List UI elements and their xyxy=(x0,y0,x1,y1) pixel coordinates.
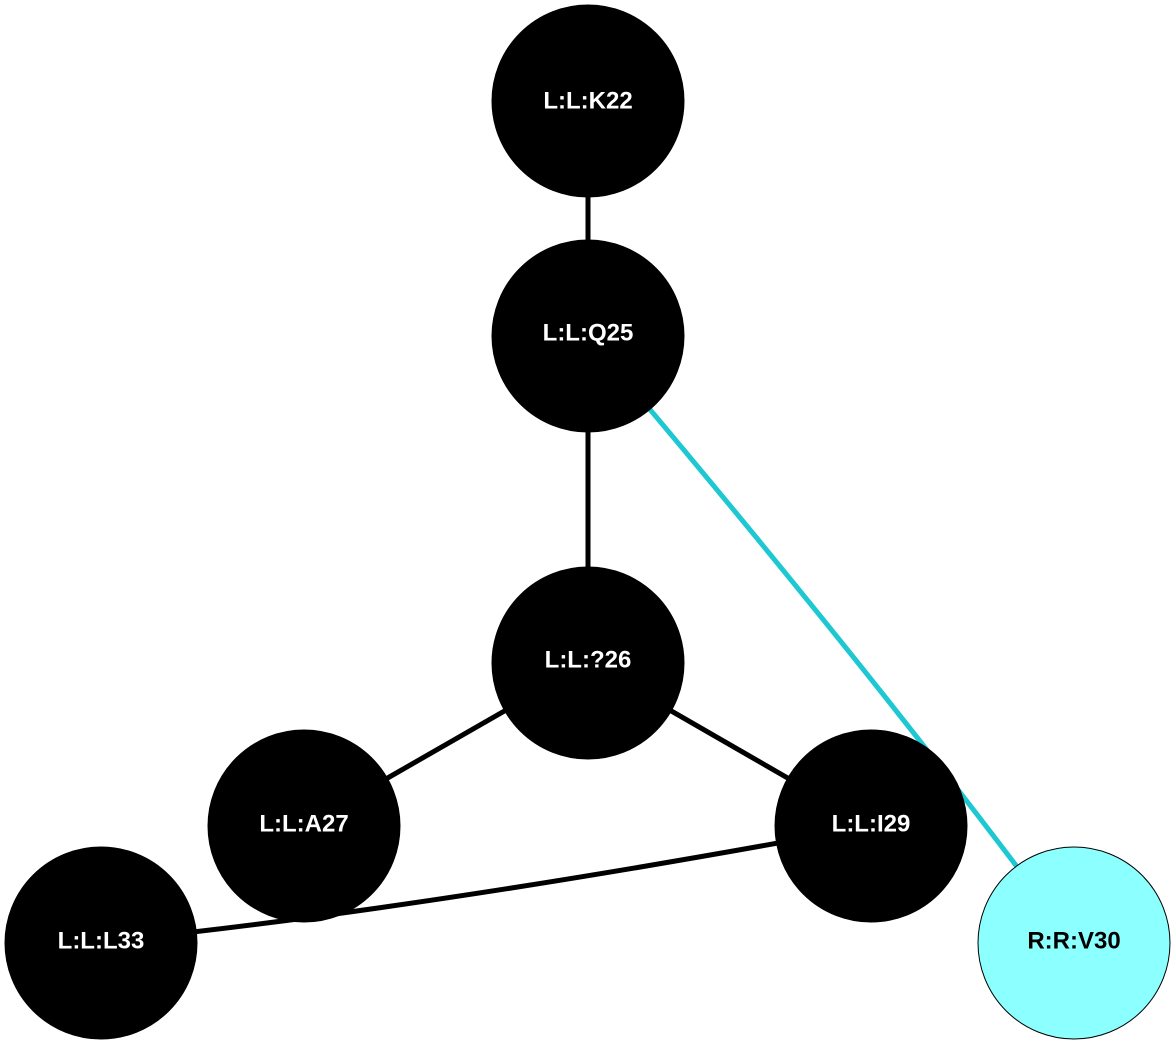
nodes-layer: L:L:K22 L:L:Q25 L:L:?26 L:L:A27 L:L:I29 … xyxy=(4,4,1171,1040)
node-label: L:L:I29 xyxy=(832,811,911,838)
node-k22[interactable]: L:L:K22 xyxy=(491,4,685,198)
node-x26[interactable]: L:L:?26 xyxy=(491,566,685,760)
node-circle xyxy=(4,846,198,1040)
node-label: L:L:?26 xyxy=(545,647,632,674)
node-q25[interactable]: L:L:Q25 xyxy=(491,239,685,433)
node-label: L:L:K22 xyxy=(543,88,632,115)
node-a27[interactable]: L:L:A27 xyxy=(207,729,401,923)
node-circle xyxy=(491,239,685,433)
node-circle xyxy=(977,846,1171,1040)
node-l33[interactable]: L:L:L33 xyxy=(4,846,198,1040)
node-circle xyxy=(774,729,968,923)
node-label: L:L:A27 xyxy=(259,811,348,838)
node-i29[interactable]: L:L:I29 xyxy=(774,729,968,923)
node-circle xyxy=(207,729,401,923)
node-label: L:L:Q25 xyxy=(543,320,634,347)
node-v30[interactable]: R:R:V30 xyxy=(977,846,1171,1040)
node-label: R:R:V30 xyxy=(1027,928,1120,955)
node-label: L:L:L33 xyxy=(58,928,145,955)
node-circle xyxy=(491,566,685,760)
node-circle xyxy=(491,4,685,198)
